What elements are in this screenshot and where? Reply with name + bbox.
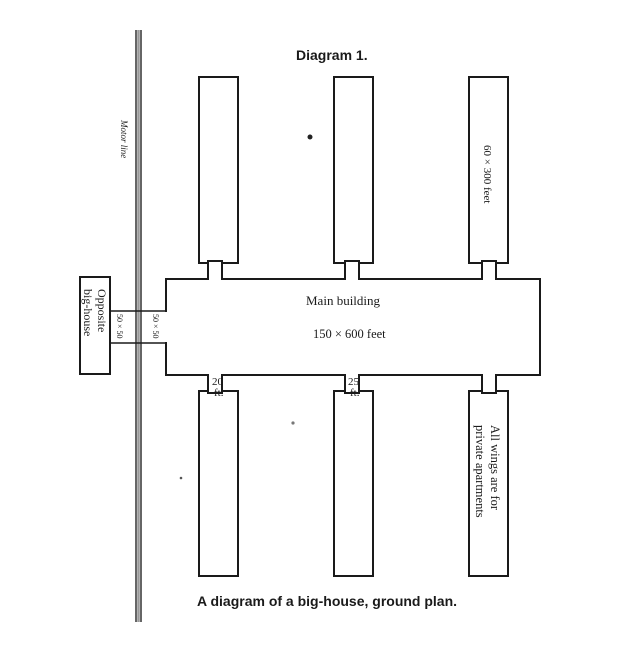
main-building-label: Main building xyxy=(306,293,381,308)
passage-size-left: 50 × 50 xyxy=(115,314,124,339)
connector-25-num: 25 xyxy=(348,376,360,388)
passage-connector xyxy=(110,310,170,344)
wing-bottom-center xyxy=(333,390,374,577)
diagram-heading: Diagram 1. xyxy=(296,47,368,63)
wings-note-line1: All wings are for xyxy=(488,425,502,511)
connectors-top xyxy=(207,260,497,282)
connector-20-num: 20 xyxy=(212,376,224,388)
opposite-label-line2: big-house xyxy=(81,289,95,336)
ink-speck xyxy=(179,476,183,480)
connector-25-unit: ft. xyxy=(350,387,360,399)
connector-20-unit: ft. xyxy=(214,387,224,399)
passage-size-right: 50 × 50 xyxy=(151,314,160,339)
ink-speck xyxy=(307,134,313,140)
ink-speck xyxy=(291,421,295,425)
wing-top-left xyxy=(198,76,239,264)
opposite-label-line1: Opposite xyxy=(95,289,109,332)
main-building-size: 150 × 600 feet xyxy=(313,327,386,341)
wing-size-label: 60 × 300 feet xyxy=(481,145,493,203)
wing-bottom-left xyxy=(198,390,239,577)
opposite-big-house xyxy=(79,276,111,375)
diagram-caption: A diagram of a big-house, ground plan. xyxy=(197,593,457,609)
motor-line xyxy=(135,30,142,622)
motor-line-label: Motor line xyxy=(119,119,129,158)
wings-note-line2: private apartments xyxy=(473,425,487,518)
wing-top-center xyxy=(333,76,374,264)
main-building xyxy=(165,278,541,376)
